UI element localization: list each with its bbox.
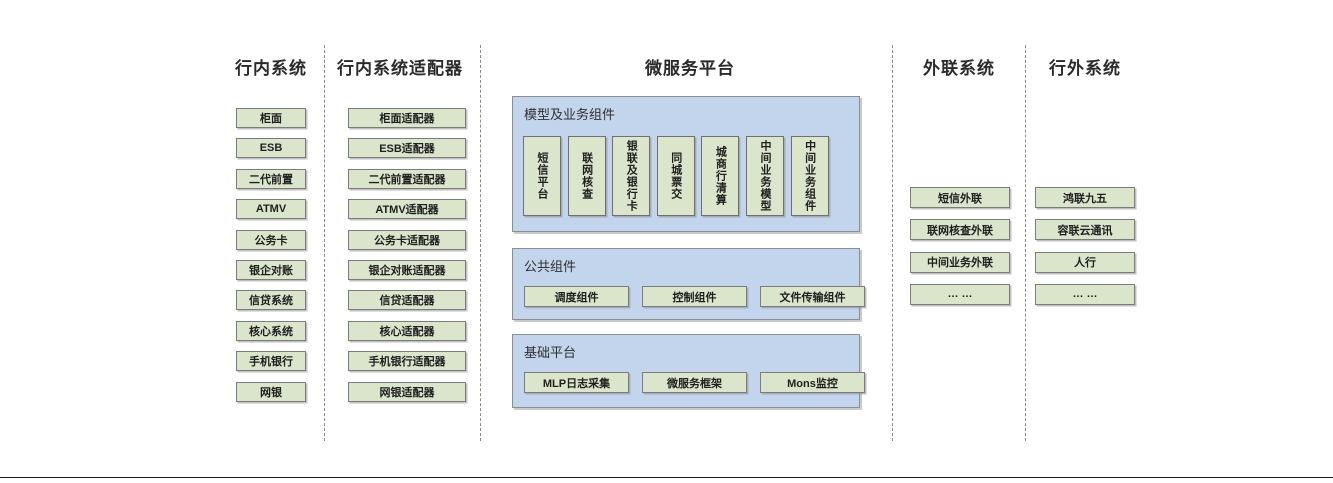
in-bank-adapter-item: 柜面适配器 (348, 108, 466, 128)
in-bank-adapter-item: 手机银行适配器 (348, 351, 466, 372)
in-bank-system-item: 柜面 (236, 108, 306, 128)
external-link-system-item: … … (910, 283, 1010, 305)
model-component-label: 中间业务模型 (759, 140, 771, 212)
model-component-label: 银联及银行卡 (625, 140, 638, 212)
model-component-item: 中间业务组件 (790, 136, 829, 216)
panel-label-base-platform: 基础平台 (524, 345, 577, 360)
in-bank-adapter-item: 信贷适配器 (348, 290, 466, 311)
base-platform-item: 微服务框架 (642, 372, 747, 393)
out-of-bank-system-item: 容联云通讯 (1035, 219, 1135, 241)
column-divider-2 (480, 45, 481, 441)
base-platform-item: Mons监控 (760, 372, 865, 393)
in-bank-system-item: 手机银行 (236, 351, 306, 372)
model-component-item: 银联及银行卡 (612, 136, 651, 216)
panel-label-public-components: 公共组件 (524, 259, 577, 274)
in-bank-adapter-item: 银企对账适配器 (348, 260, 466, 280)
external-link-system-item: 短信外联 (910, 187, 1010, 208)
model-component-label: 城商行清算 (714, 146, 727, 206)
column-divider-1 (324, 45, 325, 441)
model-component-item: 同城票交 (656, 136, 695, 216)
in-bank-system-item: 银企对账 (236, 260, 306, 280)
external-link-system-item: 联网核查外联 (910, 219, 1010, 241)
public-component-item: 文件传输组件 (760, 286, 865, 307)
panel-base-platform: 基础平台 (512, 334, 860, 408)
panel-public-components: 公共组件 (512, 248, 860, 320)
public-component-item: 控制组件 (642, 286, 747, 307)
bottom-divider (0, 477, 1333, 478)
in-bank-adapter-item: ESB适配器 (348, 138, 466, 159)
column-title-external-link-systems: 外联系统 (923, 59, 995, 78)
model-component-label: 同城票交 (669, 152, 682, 200)
in-bank-adapter-item: 核心适配器 (348, 320, 466, 341)
in-bank-system-item: ATMV (236, 199, 306, 220)
out-of-bank-system-item: 人行 (1035, 251, 1135, 273)
in-bank-system-item: ESB (236, 138, 306, 159)
column-title-in-bank-adapters: 行内系统适配器 (337, 59, 463, 78)
model-component-item: 城商行清算 (701, 136, 740, 216)
in-bank-system-item: 二代前置 (236, 168, 306, 189)
model-component-label: 联网核查 (580, 152, 593, 200)
public-component-item: 调度组件 (524, 286, 629, 307)
base-platform-item: MLP日志采集 (524, 372, 629, 393)
column-divider-3 (892, 45, 893, 441)
in-bank-system-item: 核心系统 (236, 320, 306, 341)
column-title-in-bank-systems: 行内系统 (235, 59, 307, 78)
in-bank-system-item: 公务卡 (236, 229, 306, 250)
in-bank-adapter-item: 二代前置适配器 (348, 168, 466, 189)
external-link-system-item: 中间业务外联 (910, 251, 1010, 273)
column-title-out-of-bank-systems: 行外系统 (1049, 59, 1121, 78)
model-component-item: 联网核查 (567, 136, 606, 216)
column-divider-4 (1025, 45, 1026, 441)
model-component-item: 短信平台 (523, 136, 561, 216)
in-bank-system-item: 网银 (236, 381, 306, 402)
out-of-bank-system-item: … … (1035, 283, 1135, 305)
in-bank-system-item: 信贷系统 (236, 290, 306, 311)
model-component-item: 中间业务模型 (746, 136, 784, 216)
in-bank-adapter-item: 网银适配器 (348, 381, 466, 402)
column-title-microservice-platform: 微服务平台 (645, 59, 735, 78)
in-bank-adapter-item: 公务卡适配器 (348, 229, 466, 250)
model-component-label: 短信平台 (536, 152, 548, 200)
panel-label-model-and-business-components: 模型及业务组件 (524, 107, 616, 122)
in-bank-adapter-item: ATMV适配器 (348, 199, 466, 220)
out-of-bank-system-item: 鸿联九五 (1035, 187, 1135, 208)
model-component-label: 中间业务组件 (803, 140, 816, 212)
